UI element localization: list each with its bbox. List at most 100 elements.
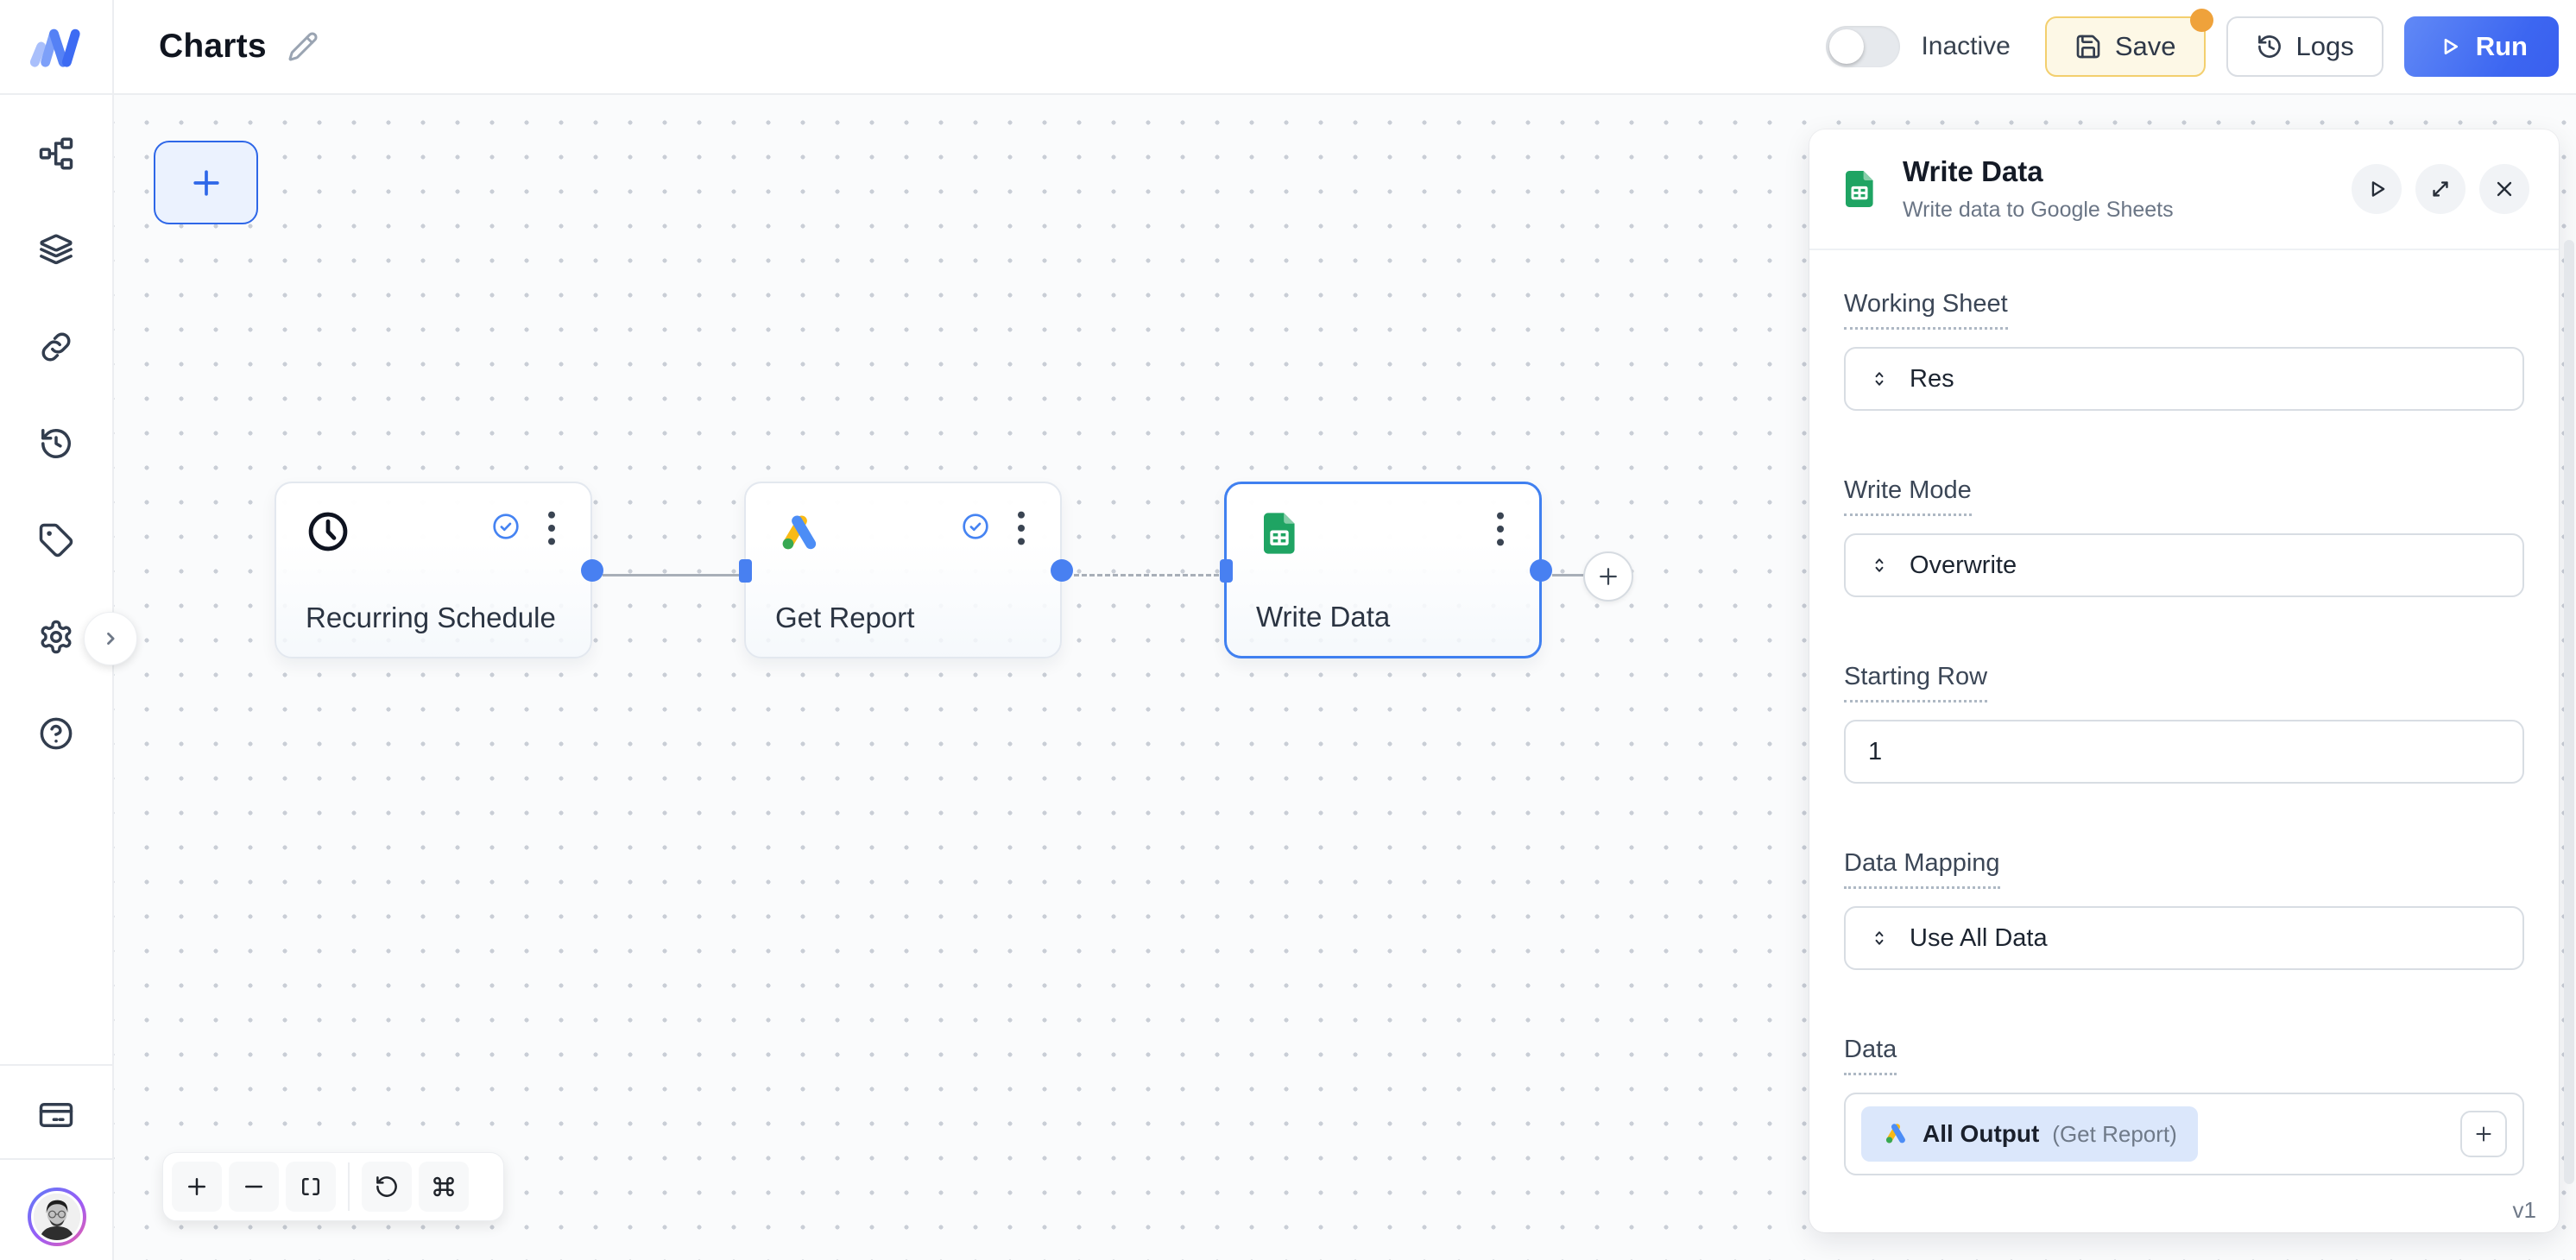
sidebar-item-workflows[interactable] [32,129,80,178]
run-button[interactable]: Run [2403,16,2559,77]
starting-row-section: Starting Row [1844,663,2524,784]
starting-row-label: Starting Row [1844,663,1988,702]
avatar-photo [31,1191,83,1243]
sidebar-item-help[interactable] [32,709,80,758]
sidebar-item-history[interactable] [32,419,80,468]
node-recurring-schedule[interactable]: Recurring Schedule [275,482,603,658]
save-button-label: Save [2114,31,2176,61]
panel-body: Working Sheet Res Write Mode [1809,250,2559,1175]
output-handle[interactable] [581,558,603,582]
reset-view-button[interactable] [362,1162,412,1212]
sidebar-item-connections[interactable] [32,323,80,371]
run-button-label: Run [2475,31,2528,61]
close-icon [2497,181,2512,197]
node-badges [492,509,561,551]
node-header [306,509,561,554]
working-sheet-label: Working Sheet [1844,290,2008,330]
data-section: Data All Output (Get Report) [1844,1036,2524,1175]
zoom-out-button[interactable] [229,1162,279,1212]
shortcuts-button[interactable] [419,1162,469,1212]
edit-pencil-icon[interactable] [287,31,319,62]
sidebar-item-settings[interactable] [32,613,80,661]
write-mode-select[interactable]: Overwrite [1844,533,2524,597]
sidebar-item-layers[interactable] [32,226,80,274]
plus-icon [188,1178,205,1195]
chip-label: All Output [1923,1120,2040,1147]
play-icon [2371,181,2385,197]
top-bar: Charts Inactive Save [0,0,2576,95]
working-sheet-select[interactable]: Res [1844,347,2524,411]
sidebar-expand-button[interactable] [84,612,137,665]
node-write-data[interactable]: Write Data [1220,482,1552,658]
history-icon [2257,35,2281,58]
input-handle[interactable] [1220,558,1233,583]
node-header [1256,510,1510,557]
node-menu-button[interactable] [1491,510,1510,552]
logs-button-label: Logs [2295,31,2354,61]
starting-row-field[interactable] [1844,720,2524,784]
data-mapping-value: Use All Data [1910,923,2048,952]
expand-panel-button[interactable] [2415,164,2466,214]
app-logo[interactable] [0,0,114,94]
close-panel-button[interactable] [2479,164,2529,214]
panel-header: Write Data Write data to Google Sheets [1809,129,2559,250]
save-icon [2076,35,2100,59]
logo-icon [29,28,80,67]
user-avatar[interactable] [28,1188,86,1246]
run-step-button[interactable] [2352,164,2402,214]
status-label: Inactive [1921,32,2011,60]
node-title: Recurring Schedule [306,602,556,633]
chip-source: (Get Report) [2052,1120,2177,1147]
panel-title: Write Data [1903,155,2043,187]
node-get-report[interactable]: Get Report [739,482,1073,658]
node-config-panel: Write Data Write data to Google Sheets [1809,129,2559,1232]
layers-icon [40,234,73,265]
sidebar-item-billing[interactable] [32,1091,80,1139]
node-menu-button[interactable] [542,509,561,551]
minus-icon [245,1185,262,1188]
starting-row-input[interactable] [1868,737,2500,766]
edge-schedule-to-report [603,574,739,576]
kebab-icon [548,511,555,545]
chevron-right-icon [107,633,115,645]
add-data-button[interactable] [2460,1111,2507,1157]
node-title: Write Data [1256,601,1391,633]
panel-subtitle: Write data to Google Sheets [1903,198,2174,222]
node-menu-button[interactable] [1012,509,1031,551]
active-toggle[interactable] [1826,26,1901,67]
data-mapping-select[interactable]: Use All Data [1844,906,2524,970]
page-scrollbar[interactable] [2564,240,2574,1184]
add-next-node-button[interactable] [1583,551,1633,602]
input-handle[interactable] [739,558,752,583]
data-chip-all-output[interactable]: All Output (Get Report) [1861,1106,2198,1162]
add-node-button[interactable] [154,141,258,224]
undo-rotate-icon [376,1176,397,1197]
page-title: Charts [159,28,267,65]
output-handle[interactable] [1051,558,1073,582]
chevrons-up-down-icon [1868,368,1891,390]
node-badges [962,509,1031,551]
write-mode-section: Write Mode Overwrite [1844,476,2524,597]
help-icon [40,717,73,750]
workflow-title-group: Charts [159,28,319,66]
play-icon [2444,38,2458,55]
zoom-in-button[interactable] [172,1162,222,1212]
logs-button[interactable]: Logs [2226,16,2383,77]
sidebar-item-tags[interactable] [32,516,80,564]
toggle-knob [1829,29,1865,64]
left-sidebar [0,95,114,1260]
plus-icon [193,169,219,196]
working-sheet-value: Res [1910,364,1954,393]
google-ads-icon [775,509,824,558]
chevrons-up-down-icon [1868,927,1891,949]
google-sheets-icon [1256,510,1303,557]
clock-icon [308,512,348,551]
panel-titles: Write Data Write data to Google Sheets [1903,155,2174,223]
save-button[interactable]: Save [2044,9,2213,77]
node-header [775,509,1031,558]
fit-view-button[interactable] [286,1162,336,1212]
data-field[interactable]: All Output (Get Report) [1844,1093,2524,1175]
plus-icon [2476,1126,2491,1142]
data-mapping-section: Data Mapping Use All Data [1844,849,2524,970]
output-handle[interactable] [1530,558,1552,582]
